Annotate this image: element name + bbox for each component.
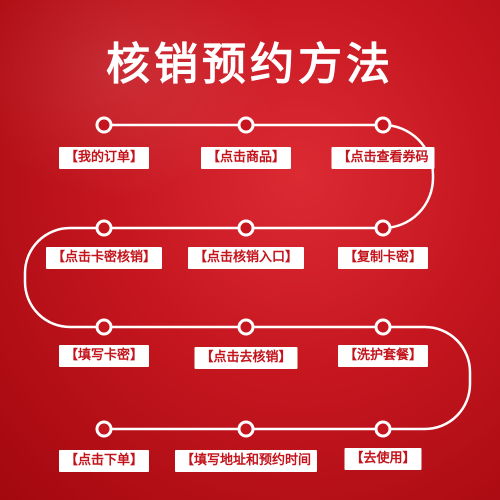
step-node xyxy=(237,219,255,237)
step-label-card-redeem: 【点击卡密核销】 xyxy=(45,247,163,269)
step-label-redeem-entry: 【点击核销入口】 xyxy=(187,247,305,269)
step-label-go-redeem: 【点击去核销】 xyxy=(194,347,298,369)
step-label-go-use: 【去使用】 xyxy=(344,448,422,470)
step-node xyxy=(374,420,392,438)
step-label-fill-card-code: 【填写卡密】 xyxy=(58,345,150,367)
step-label-view-coupon: 【点击查看券码 xyxy=(331,147,435,169)
step-node xyxy=(95,219,113,237)
step-node xyxy=(237,116,255,134)
step-node xyxy=(374,318,392,336)
step-node xyxy=(95,420,113,438)
step-label-copy-card-code: 【复制卡密】 xyxy=(337,247,429,269)
step-label-wash-package: 【洗护套餐】 xyxy=(337,345,429,367)
step-label-address-time: 【填写地址和预约时间 xyxy=(174,450,318,472)
flow-line xyxy=(23,123,472,431)
step-node xyxy=(237,420,255,438)
step-node xyxy=(374,219,392,237)
step-label-click-product: 【点击商品】 xyxy=(200,147,292,169)
step-node xyxy=(95,116,113,134)
page-title: 核销预约方法 xyxy=(106,39,394,90)
step-label-my-orders: 【我的订单】 xyxy=(58,147,150,169)
step-label-place-order: 【点击下单】 xyxy=(58,450,150,472)
step-node xyxy=(237,318,255,336)
step-node xyxy=(95,318,113,336)
step-node xyxy=(374,116,392,134)
